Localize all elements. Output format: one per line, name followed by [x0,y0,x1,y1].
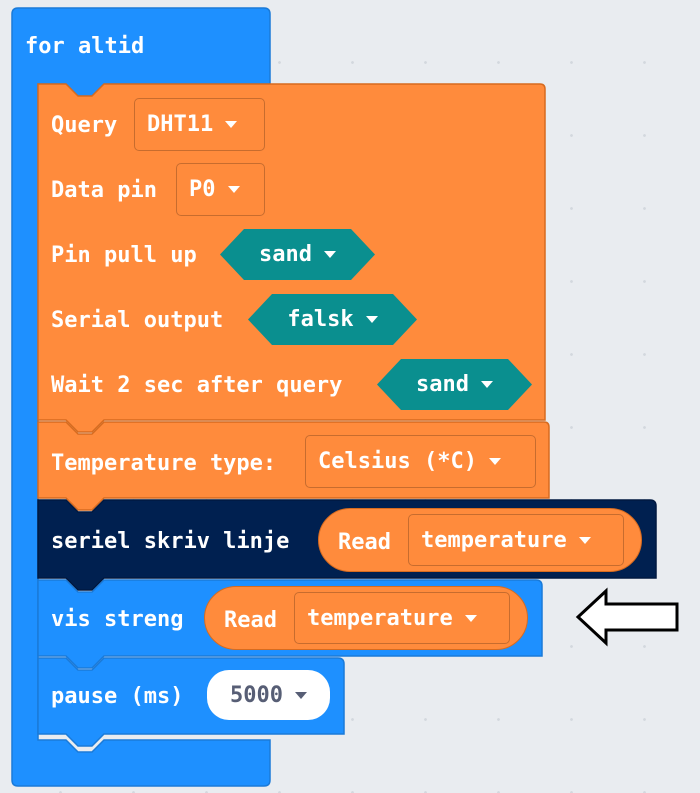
wait-label: Wait 2 sec after query [51,373,343,398]
show-string-label: vis streng [51,607,184,632]
chevron-down-icon [324,251,336,258]
sensor-dropdown[interactable]: DHT11 [134,98,265,151]
serial-read-value: temperature [421,527,567,553]
chevron-down-icon [366,316,378,323]
temperature-type-dropdown[interactable]: Celsius (*C) [305,435,536,488]
serial-output-label: Serial output [51,308,224,333]
show-read-value: temperature [307,605,453,631]
arrow-left-icon [575,587,679,647]
pull-up-value: sand [259,242,312,267]
wait-boolean-dropdown[interactable]: sand [377,359,532,410]
serial-read-dropdown[interactable]: temperature [408,514,624,566]
serial-write-line-label: seriel skriv linje [51,529,290,554]
temperature-type-block[interactable] [37,421,550,511]
data-pin-dropdown[interactable]: P0 [176,163,265,216]
pause-value: 5000 [230,682,283,708]
pull-up-label: Pin pull up [51,243,197,268]
data-pin-value: P0 [189,177,216,202]
chevron-down-icon [225,121,238,128]
serial-read-label: Read [338,530,391,555]
pause-label: pause (ms) [51,684,184,709]
query-label: Query [51,113,118,138]
chevron-down-icon [294,691,307,699]
show-read-dropdown[interactable]: temperature [294,592,510,644]
forever-label: for altid [25,34,145,59]
serial-output-value: falsk [287,307,354,332]
serial-output-boolean-dropdown[interactable]: falsk [248,294,417,345]
chevron-down-icon [227,186,240,193]
chevron-down-icon [488,458,501,465]
data-pin-label: Data pin [51,178,157,203]
pause-value-dropdown[interactable]: 5000 [207,670,330,720]
temperature-type-value: Celsius (*C) [318,449,477,474]
chevron-down-icon [578,536,591,544]
show-read-label: Read [224,608,277,633]
sensor-value: DHT11 [147,112,214,137]
wait-value: sand [416,372,469,397]
chevron-down-icon [464,614,477,622]
temperature-type-label: Temperature type: [51,451,277,476]
chevron-down-icon [481,381,493,388]
pull-up-boolean-dropdown[interactable]: sand [220,229,375,280]
